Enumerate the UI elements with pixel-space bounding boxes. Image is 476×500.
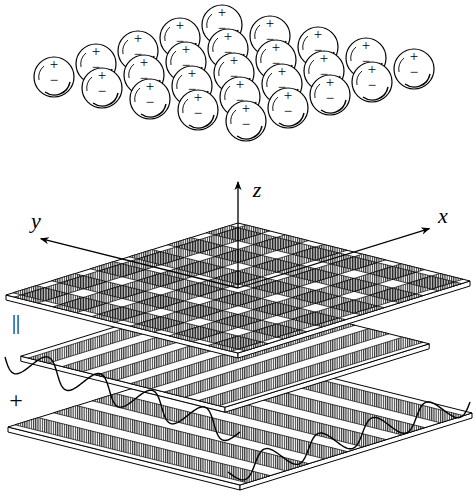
charged-sphere: +− (176, 88, 220, 132)
charge-sign: + (362, 39, 370, 52)
axis-label: z (253, 177, 262, 203)
charge-sign: + (410, 50, 418, 63)
charged-sphere: +− (128, 77, 172, 121)
charge-sign: + (92, 45, 100, 58)
charge-sign: + (236, 78, 244, 91)
charge-sign: + (368, 63, 376, 76)
axis-arrow (238, 229, 429, 288)
charge-sign: + (140, 56, 148, 69)
axis-label: y (31, 208, 41, 234)
charge-sign: + (314, 28, 322, 41)
charged-sphere: +− (308, 73, 352, 117)
charged-sphere: +− (392, 47, 436, 91)
charge-sign: − (410, 66, 418, 79)
charge-sign: + (266, 17, 274, 30)
charge-sign: + (218, 6, 226, 19)
charge-sign: + (194, 91, 202, 104)
charge-sign: + (182, 43, 190, 56)
charged-sphere: +− (80, 66, 124, 110)
charged-sphere: +− (224, 99, 268, 143)
operator-symbol: + (9, 387, 23, 414)
charge-sign: − (194, 107, 202, 120)
charge-sign: + (242, 102, 250, 115)
charge-sign: − (146, 96, 154, 109)
operator-symbol: || (12, 311, 20, 334)
charged-sphere: +− (266, 86, 310, 130)
axis-label: x (438, 203, 448, 229)
charge-sign: − (242, 118, 250, 131)
charge-sign: + (134, 32, 142, 45)
charge-sign: + (320, 52, 328, 65)
axis-arrow (237, 182, 238, 288)
charge-sign: + (278, 65, 286, 78)
wave (228, 402, 470, 480)
charge-sign: − (50, 74, 58, 87)
charged-sphere: +− (32, 55, 76, 99)
charge-sign: − (326, 92, 334, 105)
charge-sign: + (284, 89, 292, 102)
charged-sphere: +− (350, 60, 394, 104)
charge-sign: − (284, 105, 292, 118)
charge-sign: + (146, 80, 154, 93)
wave (5, 357, 240, 441)
charge-sign: + (188, 67, 196, 80)
charge-sign: + (230, 54, 238, 67)
axis-arrow (41, 239, 238, 288)
charge-sign: − (368, 79, 376, 92)
charge-sign: + (98, 69, 106, 82)
charge-sign: + (176, 19, 184, 32)
charge-sign: + (326, 76, 334, 89)
charge-sign: + (224, 30, 232, 43)
charge-sign: + (272, 41, 280, 54)
charge-sign: + (50, 58, 58, 71)
charge-sign: − (98, 85, 106, 98)
